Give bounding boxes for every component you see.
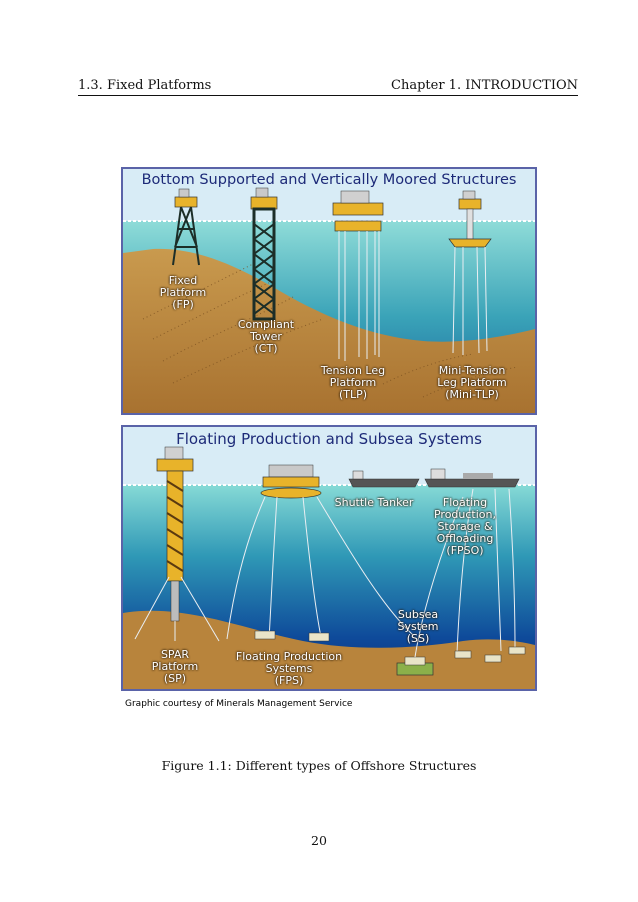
fixed-platform-graphic	[172, 188, 200, 266]
top-panel-title: Bottom Supported and Vertically Moored S…	[141, 172, 517, 188]
offshore-structures-figure: Bottom Supported and Vertically Moored S…	[121, 167, 537, 691]
page-number: 20	[311, 833, 327, 848]
running-header-section: 1.3. Fixed Platforms	[78, 78, 212, 93]
compliant-tower-graphic	[250, 187, 278, 321]
floating-production-illustration	[123, 427, 535, 689]
subsea-system-label: Subsea System (SS)	[397, 608, 439, 645]
fixed-platform-label: Fixed Platform (FP)	[159, 274, 207, 311]
fps-label: Floating Production Systems (FPS)	[235, 650, 343, 687]
mini-tlp-graphic	[448, 190, 492, 355]
figure-caption: Figure 1.1: Different types of Offshore …	[161, 758, 477, 773]
bottom-supported-illustration	[123, 169, 535, 413]
tlp-label: Tension Leg Platform (TLP)	[320, 364, 386, 401]
tension-leg-platform-graphic	[332, 190, 384, 361]
compliant-tower-label: Compliant Tower (CT)	[237, 318, 295, 355]
spar-platform-graphic	[134, 446, 220, 642]
mini-tlp-label: Mini-Tension Leg Platform (Mini-TLP)	[437, 364, 507, 401]
figure-credit: Graphic courtesy of Minerals Management …	[125, 699, 353, 709]
bottom-supported-panel: Bottom Supported and Vertically Moored S…	[121, 167, 537, 415]
subsea-system-graphic	[396, 496, 464, 676]
running-header-chapter: Chapter 1. INTRODUCTION	[391, 78, 578, 93]
fpso-graphic	[424, 468, 520, 654]
bottom-panel-title: Floating Production and Subsea Systems	[176, 430, 482, 448]
fpso-label: Floating Production, Storage & Offloadin…	[433, 496, 497, 557]
header-rule	[78, 95, 578, 96]
shuttle-tanker-label: Shuttle Tanker	[334, 496, 414, 509]
shuttle-tanker-graphic	[348, 470, 420, 488]
floating-production-system-graphic	[226, 464, 414, 640]
spar-platform-label: SPAR Platform (SP)	[151, 648, 199, 685]
floating-production-panel: Floating Production and Subsea Systems S…	[121, 425, 537, 691]
